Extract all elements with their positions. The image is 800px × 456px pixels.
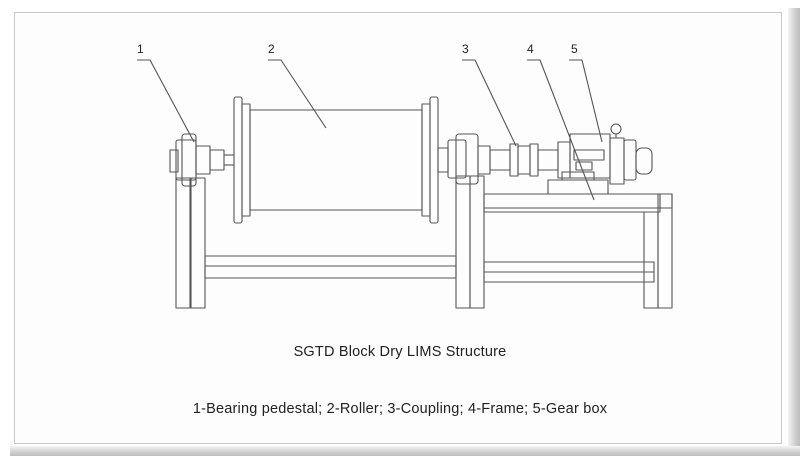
callout-5: 5 — [571, 42, 578, 56]
callout-3: 3 — [462, 42, 469, 56]
callout-2: 2 — [268, 42, 275, 56]
frame — [483, 171, 673, 309]
roller — [233, 96, 449, 224]
frame-shadow-bottom — [10, 446, 800, 456]
left-support-frame — [175, 177, 206, 309]
base-rails — [204, 255, 655, 283]
right-support-frame — [455, 175, 485, 309]
diagram-title: SGTD Block Dry LIMS Structure — [293, 344, 507, 360]
callout-1: 1 — [137, 42, 144, 56]
coupling-assembly — [447, 133, 559, 185]
callout-leaders — [137, 59, 603, 201]
gear-box — [557, 123, 653, 185]
frame-shadow-right — [788, 8, 800, 456]
callout-4: 4 — [527, 42, 534, 56]
bearing-pedestal — [169, 133, 234, 187]
diagram-legend: 1-Bearing pedestal; 2-Roller; 3-Coupling… — [192, 401, 608, 417]
figure-card — [14, 12, 782, 444]
